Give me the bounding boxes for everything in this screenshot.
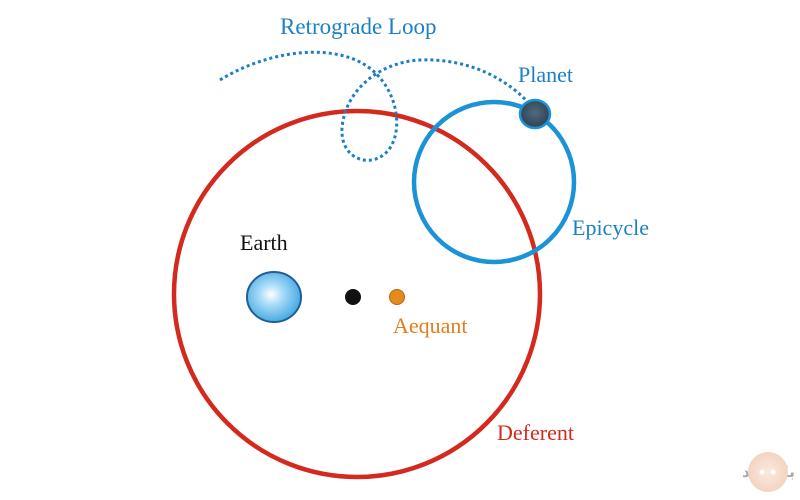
earth-label: Earth bbox=[240, 230, 288, 255]
aequant-label: Aequant bbox=[393, 313, 468, 338]
watermark: سینرژی با ناهید bbox=[742, 452, 800, 492]
epicycle-label: Epicycle bbox=[572, 215, 649, 240]
earth-body bbox=[246, 271, 302, 323]
watermark-logo-dot-left bbox=[759, 469, 765, 475]
deferent-label: Deferent bbox=[497, 420, 574, 445]
watermark-logo-dot-right bbox=[770, 469, 776, 475]
planet-body bbox=[518, 98, 552, 130]
retrograde-loop-label: Retrograde Loop bbox=[280, 14, 436, 39]
deferent-center-dot bbox=[345, 289, 361, 305]
planet-label: Planet bbox=[518, 62, 573, 87]
watermark-logo-icon bbox=[748, 452, 788, 492]
deferent-circle bbox=[171, 108, 543, 480]
epicycle-circle bbox=[411, 99, 577, 265]
aequant-dot bbox=[389, 289, 405, 305]
retrograde-loop-path bbox=[219, 50, 535, 162]
